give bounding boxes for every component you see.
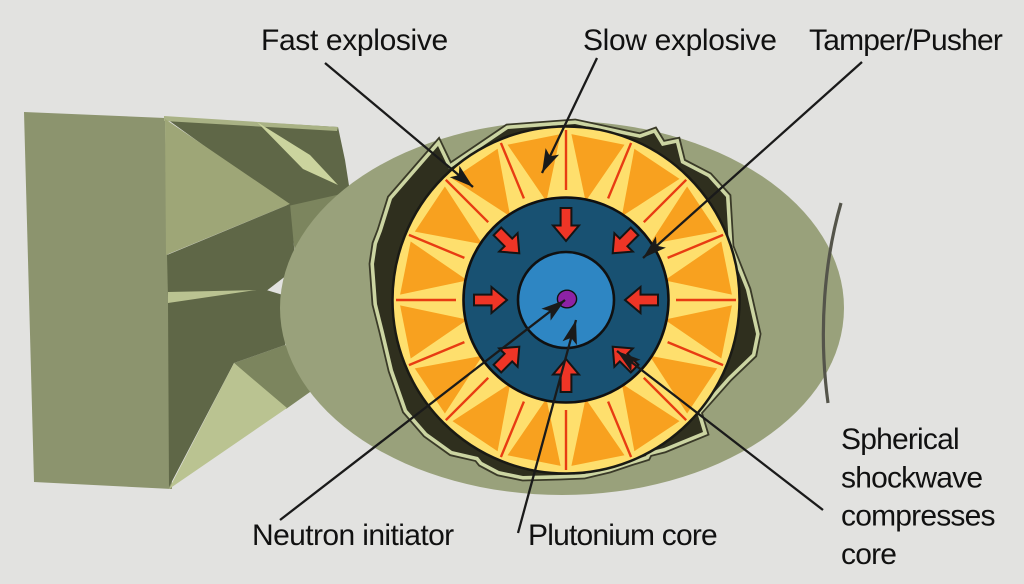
svg-text:core: core — [841, 538, 896, 571]
svg-text:Slow explosive: Slow explosive — [583, 24, 777, 57]
svg-text:Spherical: Spherical — [841, 423, 959, 456]
svg-text:Neutron initiator: Neutron initiator — [252, 519, 454, 552]
svg-text:shockwave: shockwave — [841, 461, 982, 494]
svg-text:Tamper/Pusher: Tamper/Pusher — [809, 24, 1003, 57]
svg-text:Plutonium core: Plutonium core — [528, 519, 717, 552]
svg-text:Fast explosive: Fast explosive — [261, 24, 448, 57]
svg-text:compresses: compresses — [841, 500, 995, 533]
